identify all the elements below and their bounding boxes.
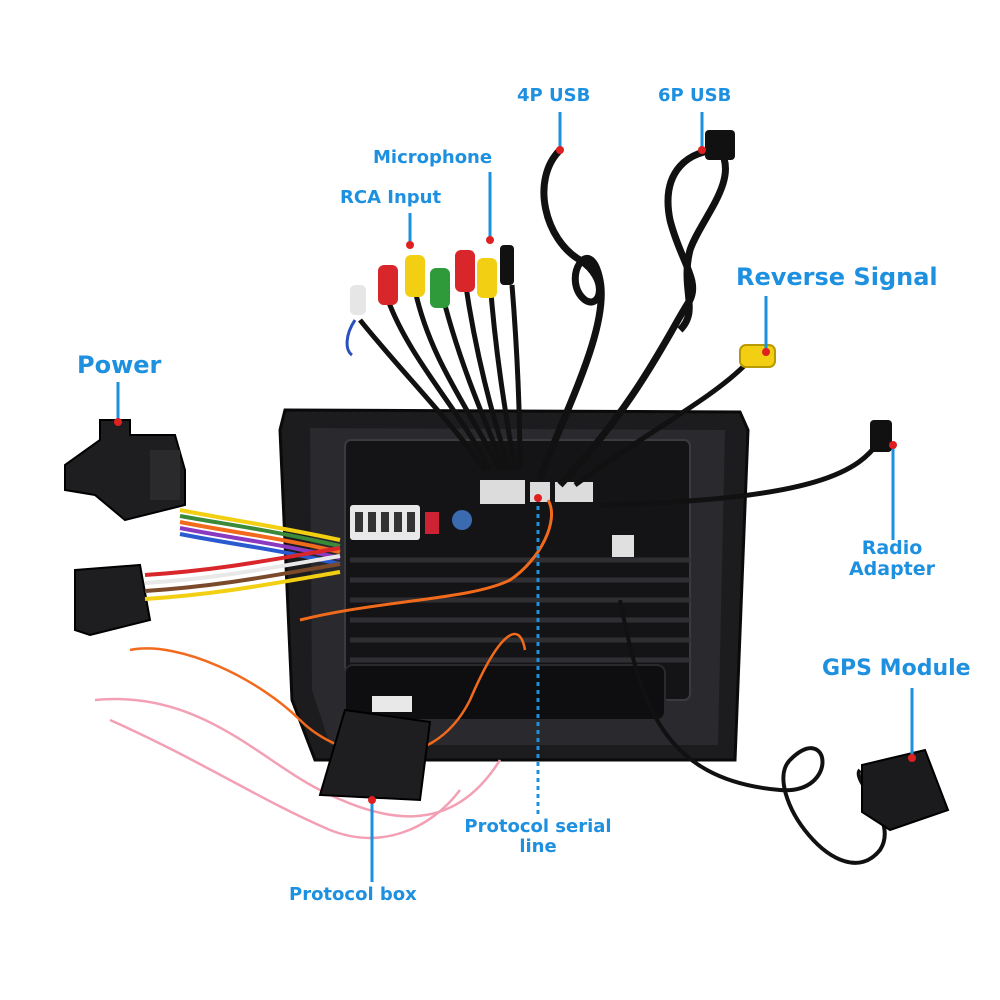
label-6p-usb: 6P USB — [658, 85, 732, 106]
usb-cables — [536, 146, 729, 488]
protocol-box-assembly — [94, 499, 554, 839]
label-protocol-serial-line2: line — [519, 836, 557, 858]
label-power: Power — [77, 351, 162, 379]
label-radio-adapter: Radio Adapter — [842, 537, 942, 581]
power-connectors — [64, 419, 341, 637]
label-gps-module: GPS Module — [822, 656, 971, 681]
label-rca-input: RCA Input — [340, 187, 442, 208]
label-4p-usb: 4P USB — [517, 85, 591, 106]
pointer-dot-icon — [114, 146, 916, 804]
label-protocol-box: Protocol box — [289, 884, 417, 905]
label-reverse-signal: Reverse Signal — [736, 263, 938, 291]
rca-bundle — [345, 245, 523, 472]
usb6p-plug — [705, 130, 735, 160]
radio-adapter-cable — [599, 420, 892, 508]
label-microphone: Microphone — [373, 147, 493, 168]
label-radio-adapter-line1: Radio — [861, 537, 923, 559]
pointers — [116, 112, 914, 882]
label-protocol-serial-line1: Protocol serial — [464, 816, 612, 837]
label-radio-adapter-line2: Adapter — [848, 558, 936, 581]
label-protocol-serial-line: Protocol serial line — [450, 816, 626, 858]
gps-module — [618, 599, 950, 865]
